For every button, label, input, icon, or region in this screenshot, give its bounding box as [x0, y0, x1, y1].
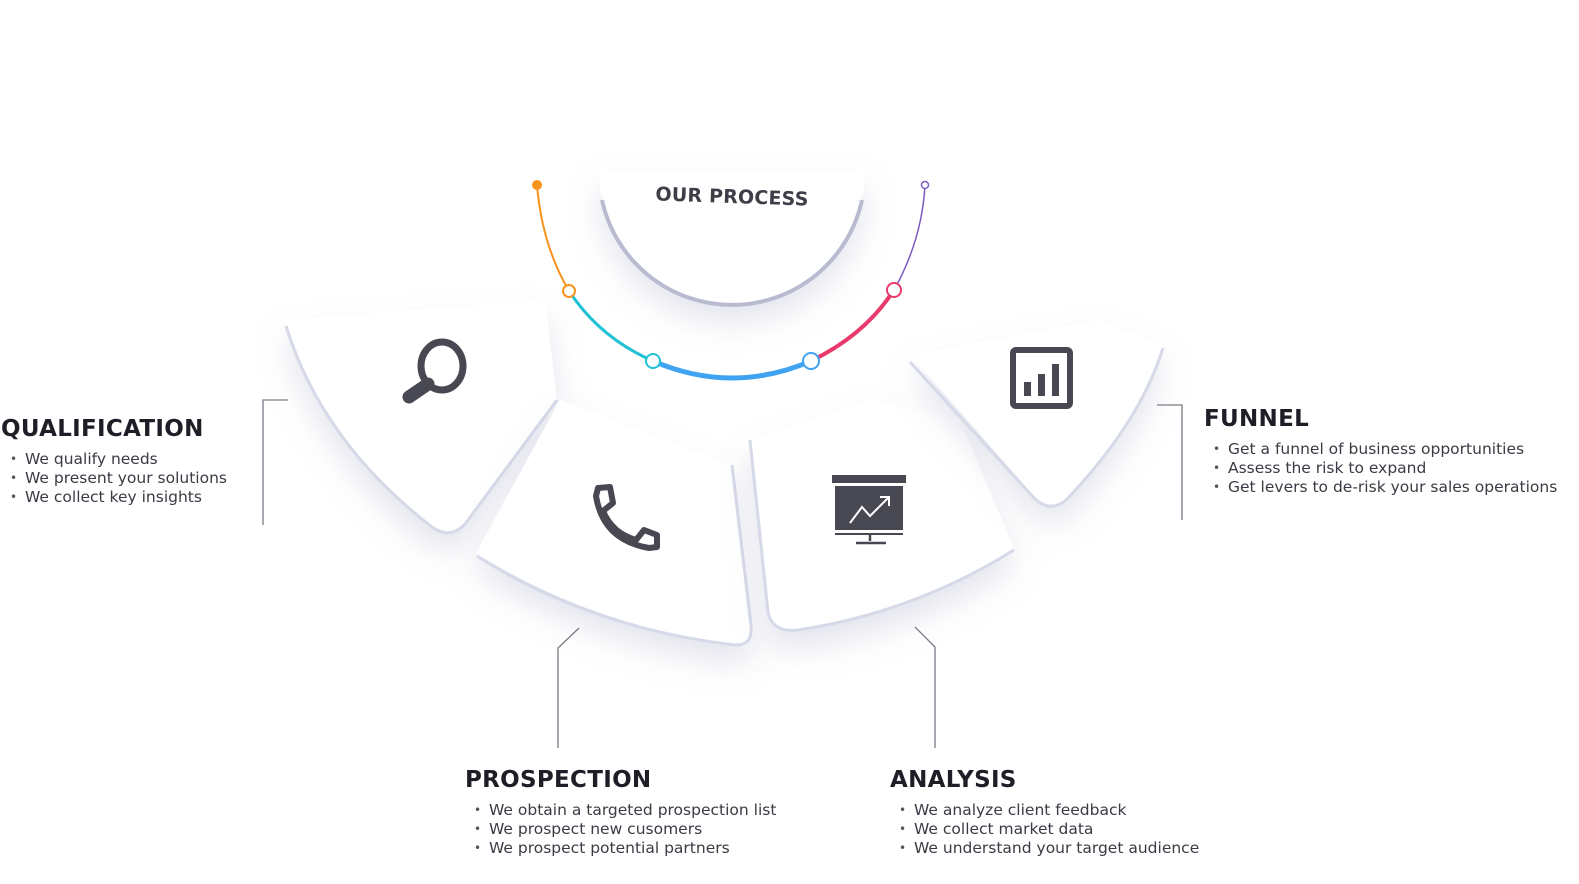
- segment-funnel: [908, 320, 1165, 508]
- step-bullet: We present your solutions: [10, 469, 227, 488]
- center-circle: [599, 170, 865, 307]
- presentation-chart-icon: [832, 475, 906, 545]
- step-title: ANALYSIS: [890, 767, 1017, 793]
- step-bullet: We collect key insights: [10, 488, 227, 507]
- step-bullet: We prospect new cusomers: [474, 820, 776, 839]
- step-analysis: ANALYSIS We analyze client feedback We c…: [890, 767, 1199, 858]
- bar-chart-icon: [1010, 347, 1073, 409]
- magnifier-icon: [402, 338, 467, 404]
- step-prospection: PROSPECTION We obtain a targeted prospec…: [465, 767, 776, 858]
- step-title: QUALIFICATION: [1, 416, 204, 442]
- step-title: FUNNEL: [1204, 406, 1310, 432]
- progress-arc: [532, 180, 930, 381]
- step-bullet: We collect market data: [899, 820, 1199, 839]
- step-bullet: We understand your target audience: [899, 839, 1199, 858]
- step-bullet: We obtain a targeted prospection list: [474, 801, 776, 820]
- arc-node: [802, 352, 820, 370]
- arc-node: [886, 282, 902, 298]
- step-bullet: We analyze client feedback: [899, 801, 1199, 820]
- arc-node: [562, 284, 576, 298]
- step-bullet: Assess the risk to expand: [1213, 459, 1557, 478]
- arc-node: [920, 180, 930, 190]
- arc-node: [645, 353, 661, 369]
- phone-icon: [593, 484, 660, 551]
- step-bullet: We qualify needs: [10, 450, 227, 469]
- segment-prospection: [476, 400, 753, 647]
- segment-qualification: [284, 300, 559, 535]
- step-qualification: QUALIFICATION We qualify needs We presen…: [1, 416, 227, 507]
- step-bullet: We prospect potential partners: [474, 839, 776, 858]
- step-bullet: Get a funnel of business opportunities: [1213, 440, 1557, 459]
- step-title: PROSPECTION: [465, 767, 652, 793]
- step-funnel: FUNNEL Get a funnel of business opportun…: [1204, 406, 1557, 497]
- step-bullet: Get levers to de-risk your sales operati…: [1213, 478, 1557, 497]
- arc-node: [532, 180, 542, 190]
- connector-lines: [262, 399, 1183, 748]
